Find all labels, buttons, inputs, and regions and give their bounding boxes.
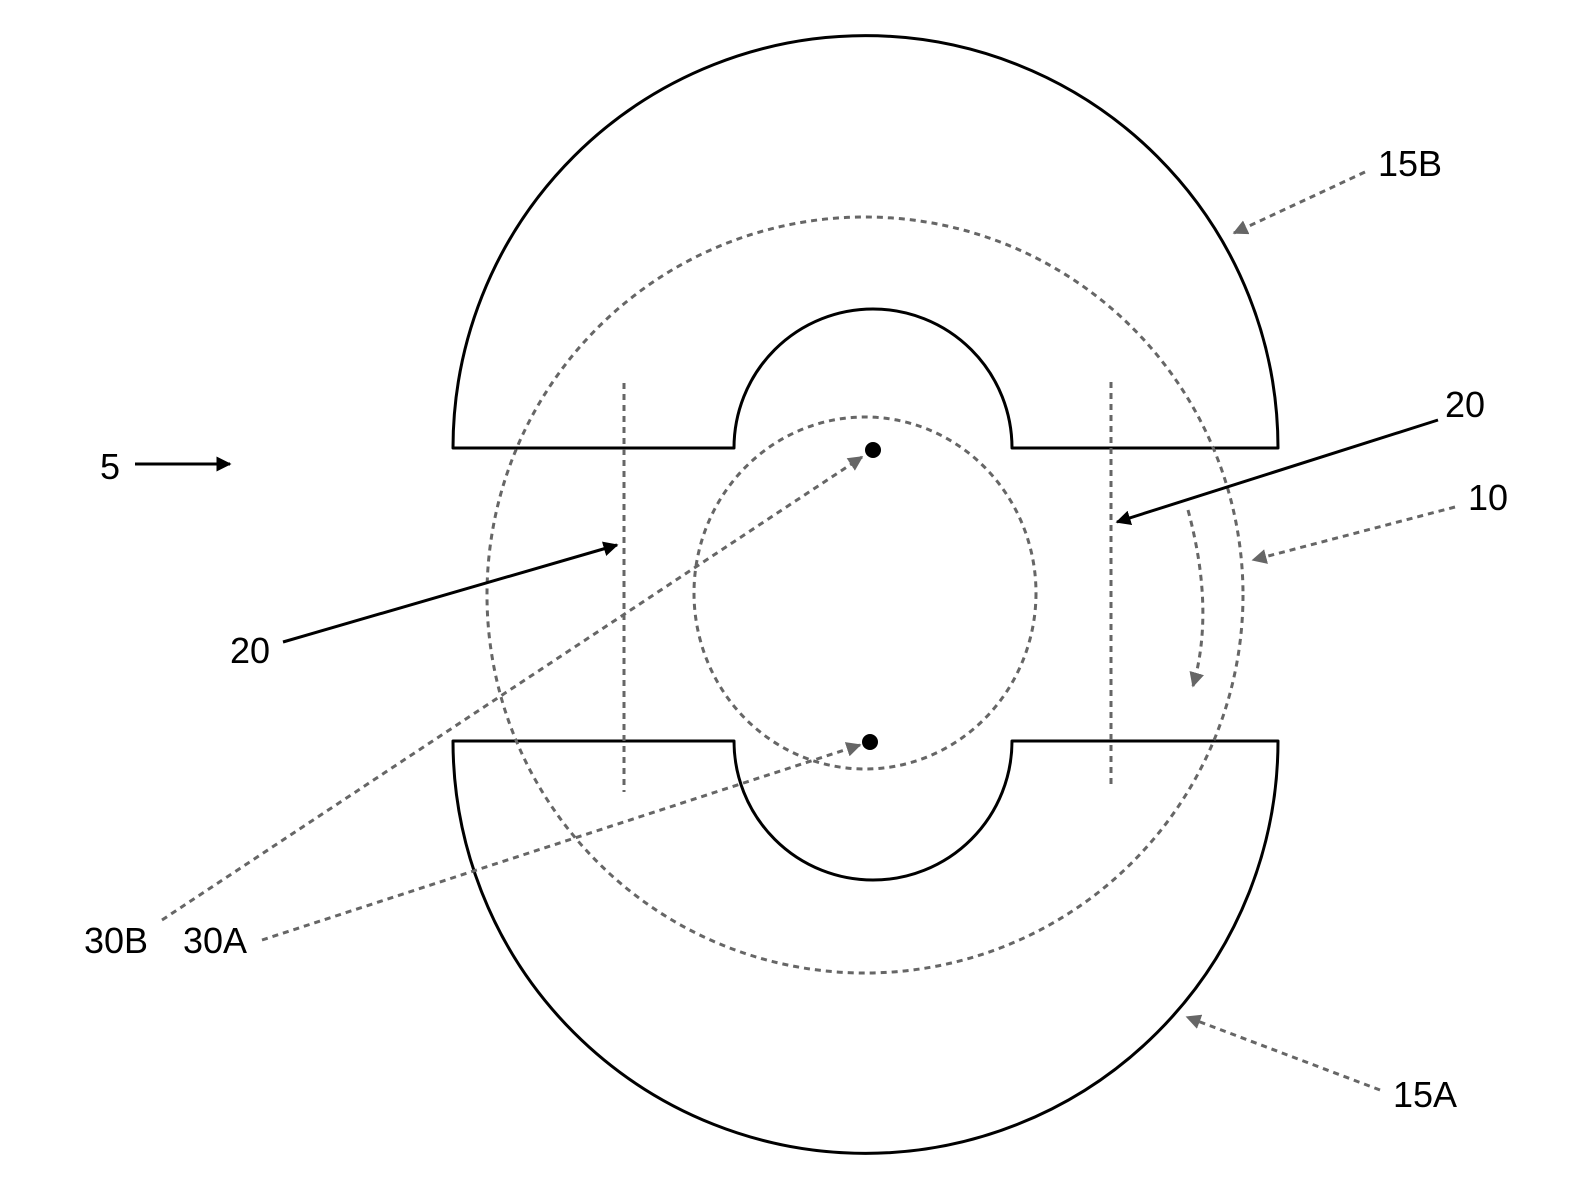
flux-direction-arrow bbox=[1188, 510, 1203, 686]
outer-flux-loop bbox=[487, 217, 1243, 973]
label-15a: 15A bbox=[1393, 1074, 1457, 1115]
label-30a: 30A bbox=[183, 920, 247, 961]
upper-core-15b bbox=[453, 36, 1278, 448]
label-5: 5 bbox=[100, 446, 120, 487]
lower-core-15a bbox=[453, 741, 1278, 1153]
leader-15b bbox=[1234, 172, 1365, 233]
point-30b bbox=[865, 442, 881, 458]
point-30a bbox=[862, 734, 878, 750]
label-20-left: 20 bbox=[230, 630, 270, 671]
label-20-right: 20 bbox=[1445, 384, 1485, 425]
leader-30a bbox=[262, 745, 860, 940]
leader-20-left bbox=[283, 545, 617, 642]
inner-flux-loop bbox=[694, 417, 1036, 769]
leader-15a bbox=[1187, 1017, 1380, 1090]
label-30b: 30B bbox=[84, 920, 148, 961]
label-15b: 15B bbox=[1378, 143, 1442, 184]
label-10: 10 bbox=[1468, 477, 1508, 518]
leader-10 bbox=[1253, 507, 1455, 560]
leader-30b bbox=[162, 457, 862, 920]
